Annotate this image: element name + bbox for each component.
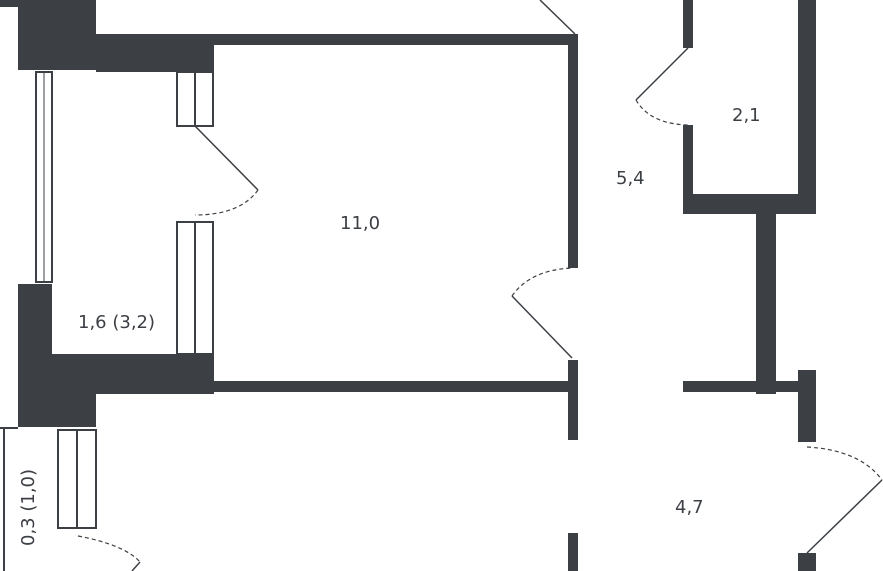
- door-room-arc: [511, 267, 573, 297]
- wall-kitchen-right: [798, 370, 816, 442]
- wall-bath-bottom: [683, 194, 816, 214]
- wall-bath-right: [798, 0, 816, 214]
- room-area-loggia: 0,3 (1,0): [18, 469, 39, 546]
- door-bath-leaf: [635, 47, 689, 101]
- door-top-leaf: [539, 0, 576, 35]
- walls: [0, 0, 816, 571]
- doors: [77, 0, 883, 571]
- room-area-kitchen: 4,7: [675, 497, 704, 518]
- room-labels: 11,0 1,6 (3,2) 5,4 2,1 4,7 0,3 (1,0): [18, 105, 761, 546]
- door-kitchen-leaf: [806, 479, 883, 554]
- wall-room-top: [96, 34, 578, 45]
- room-area-hall: 5,4: [616, 168, 645, 189]
- room-area-main: 11,0: [340, 213, 380, 234]
- wall-kitchen-left-lower: [568, 533, 578, 571]
- wall-top-left-pier: [18, 0, 96, 70]
- wall-room-right-upper: [568, 34, 578, 268]
- wall-room-right-lower: [568, 360, 578, 440]
- wall-room-bottom: [96, 381, 578, 392]
- wall-kitchen-right-lower: [798, 553, 816, 571]
- door-loggia-arc: [77, 535, 141, 563]
- door-kitchen-arc: [806, 446, 883, 481]
- door-loggia-leaf: [131, 561, 141, 571]
- door-bath-arc: [635, 99, 689, 126]
- wall-lower-left-pier: [18, 381, 96, 427]
- windows: [35, 71, 214, 529]
- wall-top-corner: [0, 0, 25, 7]
- room-area-bathroom: 2,1: [732, 105, 761, 126]
- wall-balcony-top: [96, 34, 214, 72]
- wall-bath-left-lower: [683, 125, 693, 205]
- wall-bath-left-upper: [683, 0, 693, 48]
- door-room-leaf: [511, 295, 573, 359]
- wall-hall-bottom: [683, 381, 816, 392]
- door-balcony-leaf: [194, 125, 259, 191]
- door-balcony-arc: [194, 189, 259, 216]
- wall-shaft: [756, 194, 776, 394]
- room-area-balcony: 1,6 (3,2): [78, 312, 155, 333]
